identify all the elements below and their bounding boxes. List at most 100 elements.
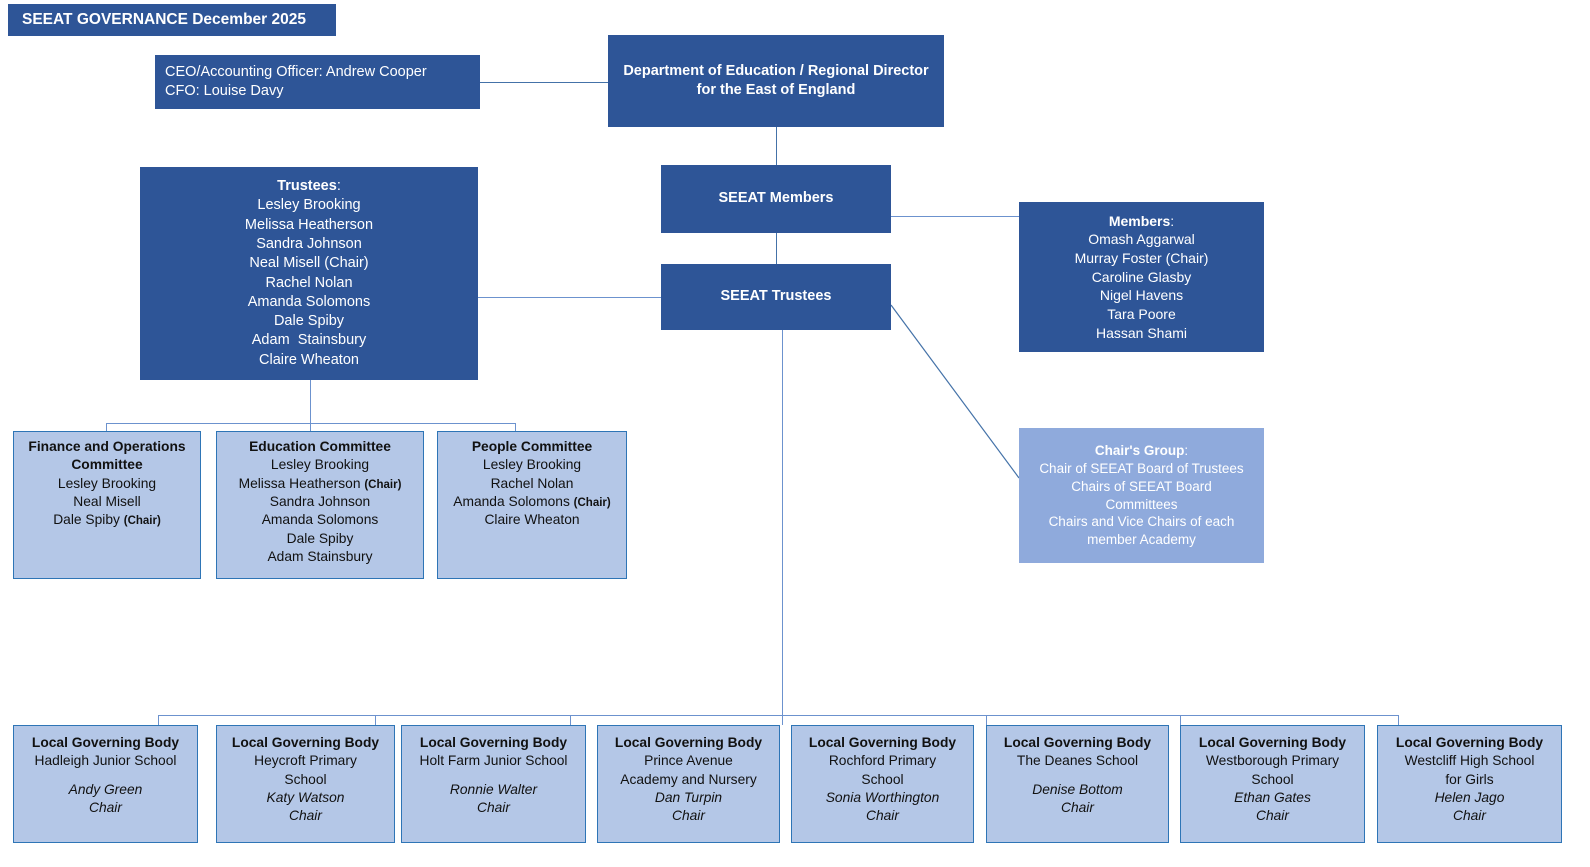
lgb-school-line: Prince Avenue (644, 753, 733, 769)
connector-exec-to-dfe (480, 82, 608, 83)
lgb-chair-name: Dan Turpin (654, 790, 723, 806)
members-list-item: Tara Poore (1107, 305, 1176, 322)
committee-member-name: Adam Stainsbury (267, 549, 373, 565)
committee-member-name: Dale Spiby (286, 530, 354, 546)
lgb-box-hadleigh-junior-school: Local Governing Body Hadleigh Junior Sch… (13, 725, 198, 843)
connector-drop-lgb-1 (158, 715, 159, 725)
chairs-group-line: member Academy (1087, 532, 1196, 548)
lgb-chair-name: Sonia Worthington (825, 790, 940, 806)
dfe-box: Department of Education / Regional Direc… (608, 35, 944, 127)
connector-drop-lgb-7 (1398, 715, 1399, 725)
trustees-list-heading: Trustees: (277, 177, 341, 196)
committee-member-name: Melissa Heatherson (238, 475, 365, 491)
dfe-line-2: for the East of England (696, 82, 856, 98)
committee-box-finance-and-operations: Finance and Operations Committee Lesley … (13, 431, 201, 579)
lgb-heading: Local Governing Body (808, 735, 957, 750)
lgb-chair-name: Ronnie Walter (449, 781, 538, 797)
lgb-school-line: Rochford Primary (828, 753, 937, 769)
connector-trustees-list-to-seeat-trustees (478, 297, 662, 298)
committee-member: Amanda Solomons (262, 511, 379, 529)
committee-box-people: People Committee Lesley Brooking Rachel … (437, 431, 627, 579)
connector-drop-lgb-5 (986, 715, 987, 725)
lgb-school-line: School (861, 771, 904, 787)
lgb-chair-name: Katy Watson (266, 790, 345, 806)
lgb-school-line: Academy and Nursery (620, 771, 757, 787)
connector-drop-lgb-4 (782, 715, 783, 725)
committee-member-name: Rachel Nolan (490, 475, 574, 491)
chairs-group-box: Chair's Group: Chair of SEEAT Board of T… (1019, 428, 1264, 563)
members-list-item: Nigel Havens (1099, 287, 1184, 304)
trustees-list-item: Melissa Heatherson (244, 216, 374, 233)
trustees-list-heading-text: Trustees (277, 178, 337, 195)
chairs-group-line: Committees (1105, 496, 1178, 512)
committee-member-name: Lesley Brooking (482, 457, 582, 473)
members-list-heading-text: Members (1108, 212, 1171, 229)
lgb-heading: Local Governing Body (1198, 735, 1347, 750)
lgb-chair-name: Andy Green (68, 781, 143, 797)
connector-drop-lgb-2 (375, 715, 376, 725)
lgb-heading: Local Governing Body (31, 735, 180, 750)
lgb-chair-role: Chair (866, 808, 899, 824)
chairs-group-line: Chair of SEEAT Board of Trustees (1039, 460, 1244, 476)
title-banner-text: SEEAT GOVERNANCE December 2025 (22, 10, 306, 28)
members-list-box: Members: Omash Aggarwal Murray Foster (C… (1019, 202, 1264, 352)
committee-member: Lesley Brooking (58, 475, 156, 493)
connector-trustees-stem-committees (310, 380, 311, 423)
members-list-item: Hassan Shami (1095, 324, 1188, 341)
chairs-group-line: Chairs of SEEAT Board (1071, 478, 1212, 494)
committee-member: Amanda Solomons (Chair) (453, 493, 610, 511)
seeat-members-box: SEEAT Members (661, 165, 891, 233)
lgb-heading: Local Governing Body (614, 735, 763, 750)
committee-title-line: Finance and Operations (28, 439, 186, 454)
connector-lgb-bar (158, 715, 1398, 716)
committee-box-education: Education Committee Lesley Brooking Meli… (216, 431, 424, 579)
members-list-item: Omash Aggarwal (1088, 231, 1195, 248)
lgb-school-line: School (284, 771, 327, 787)
lgb-heading: Local Governing Body (231, 735, 380, 750)
lgb-chair-role: Chair (89, 800, 122, 816)
lgb-chair-role: Chair (1453, 808, 1486, 824)
connector-seeat-members-to-members-list (891, 216, 1019, 217)
committee-member: Sandra Johnson (270, 493, 371, 511)
title-banner: SEEAT GOVERNANCE December 2025 (8, 4, 336, 36)
executive-line-1: CEO/Accounting Officer: Andrew Cooper (165, 63, 427, 80)
lgb-chair-role: Chair (672, 808, 705, 824)
committee-member-name: Amanda Solomons (261, 512, 379, 528)
chairs-group-heading-suffix: : (1184, 442, 1189, 458)
seeat-members-label: SEEAT Members (718, 190, 834, 207)
connector-dfe-to-members (776, 127, 777, 165)
lgb-heading: Local Governing Body (1003, 735, 1152, 750)
committee-member-role: (Chair) (123, 515, 161, 528)
committee-member: Claire Wheaton (484, 511, 579, 529)
lgb-box-holt-farm-junior-school: Local Governing Body Holt Farm Junior Sc… (401, 725, 586, 843)
lgb-chair-role: Chair (1256, 808, 1289, 824)
committee-member-role: (Chair) (573, 497, 611, 510)
lgb-chair-name: Ethan Gates (1234, 790, 1311, 806)
lgb-box-rochford-primary-school: Local Governing Body Rochford Primary Sc… (791, 725, 974, 843)
members-list-heading: Members: (1109, 212, 1174, 231)
lgb-box-heycroft-primary-school: Local Governing Body Heycroft Primary Sc… (216, 725, 395, 843)
dfe-line-1: Department of Education / Regional Direc… (623, 62, 929, 79)
committee-title-line: Committee (71, 457, 143, 473)
trustees-list-item: Claire Wheaton (259, 351, 359, 368)
lgb-chair-role: Chair (1061, 800, 1094, 816)
connector-trustees-stem-lgb (782, 330, 783, 715)
connector-drop-committee-3 (515, 423, 516, 431)
executive-box: CEO/Accounting Officer: Andrew Cooper CF… (155, 55, 480, 109)
committee-member-name: Amanda Solomons (453, 494, 574, 510)
lgb-school-line: Westcliff High School (1404, 753, 1535, 769)
lgb-heading: Local Governing Body (1395, 735, 1544, 750)
committee-member-name: Dale Spiby (53, 512, 124, 528)
lgb-chair-name: Denise Bottom (1032, 781, 1123, 797)
members-list-item: Murray Foster (Chair) (1074, 250, 1209, 267)
lgb-school-line: School (1251, 771, 1294, 787)
committee-member: Dale Spiby (287, 530, 354, 548)
trustees-list-box: Trustees: Lesley Brooking Melissa Heathe… (140, 167, 478, 380)
committee-member: Neal Misell (73, 493, 140, 511)
committee-member-name: Claire Wheaton (484, 512, 580, 528)
seeat-trustees-box: SEEAT Trustees (661, 264, 891, 330)
chairs-group-heading: Chair's Group: (1095, 442, 1188, 460)
trustees-list-item: Sandra Johnson (256, 235, 362, 252)
trustees-list-item: Adam Stainsbury (251, 332, 367, 349)
